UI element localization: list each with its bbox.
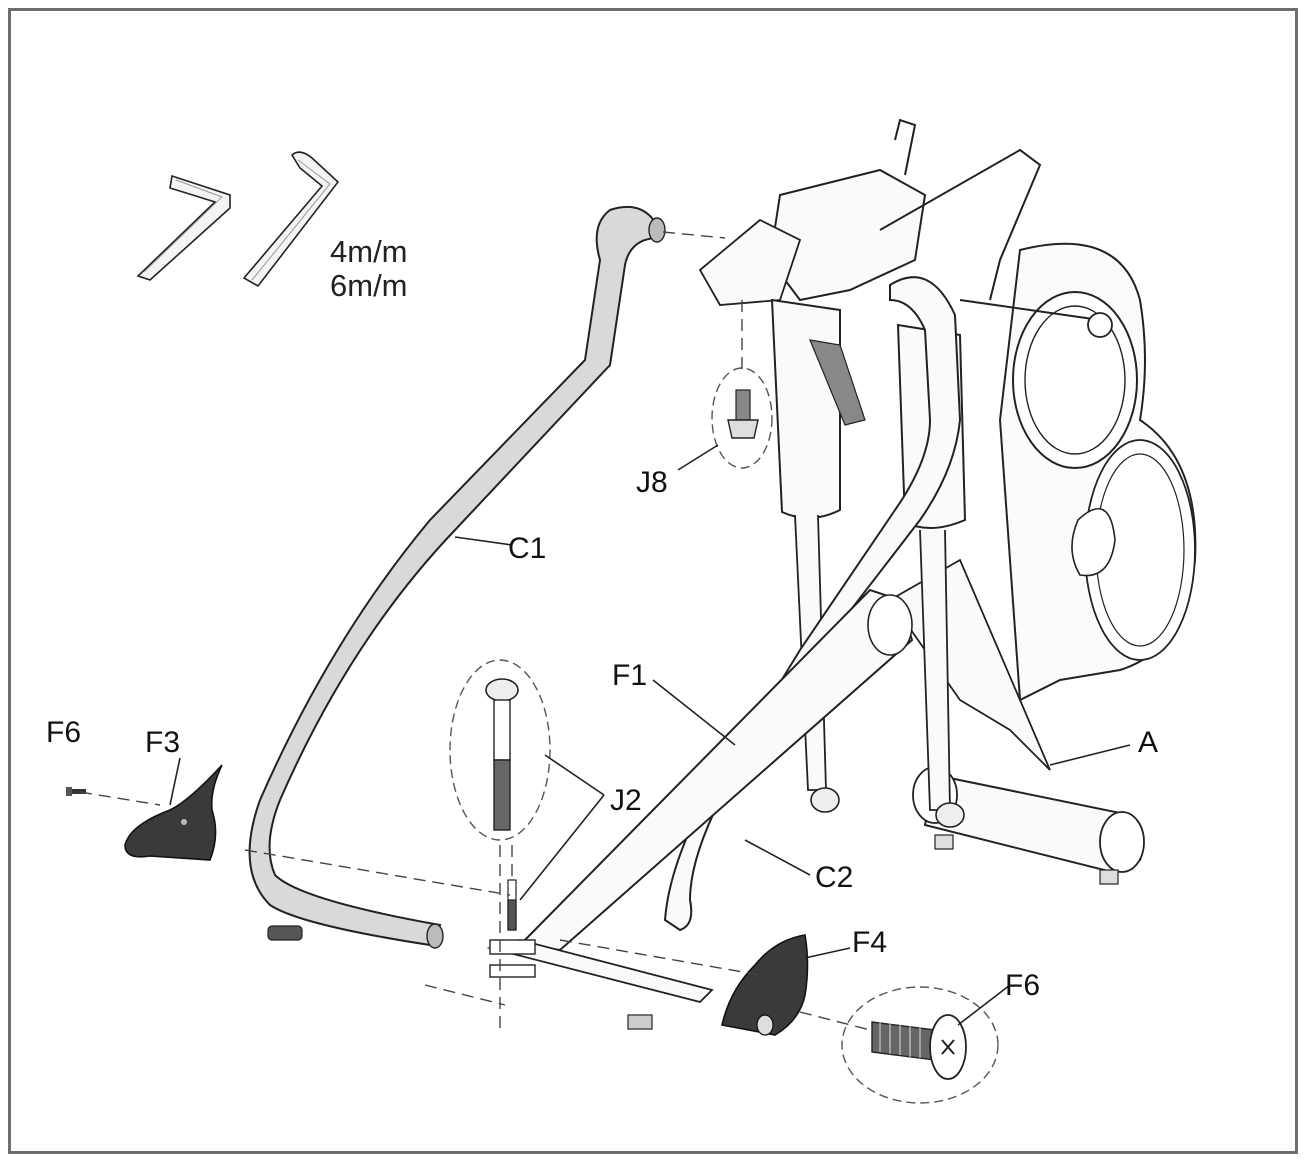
stabilizer-f1 xyxy=(486,588,914,1030)
assembly-guide-lines xyxy=(79,231,871,1031)
label-c1: C1 xyxy=(508,532,546,565)
bolt-j8-icon xyxy=(727,389,759,439)
allen-key-6mm-icon xyxy=(242,151,340,288)
diagram-border xyxy=(8,8,1298,1154)
end-cap-f3 xyxy=(124,764,223,861)
screw-f6-small-icon xyxy=(66,787,86,796)
label-f1: F1 xyxy=(612,659,647,692)
label-f3: F3 xyxy=(145,726,180,759)
allen-key-4mm-icon xyxy=(136,174,231,281)
tool-size-4mm: 4m/m xyxy=(330,234,408,269)
label-a: A xyxy=(1138,726,1158,759)
label-j2: J2 xyxy=(610,784,642,817)
label-f6-right: F6 xyxy=(1005,969,1040,1002)
end-cap-foot xyxy=(267,925,303,941)
label-j8: J8 xyxy=(636,466,668,499)
label-f6-left: F6 xyxy=(46,716,81,749)
j2-highlight-ellipse xyxy=(449,659,551,841)
leader-lines xyxy=(169,444,1131,1026)
bolt-j2-installed-icon xyxy=(489,879,536,978)
j8-highlight-ellipse xyxy=(711,367,773,469)
main-frame-a xyxy=(698,118,1197,885)
label-f4: F4 xyxy=(852,926,887,959)
tool-size-6mm: 6m/m xyxy=(330,268,408,303)
screw-f6-large-icon xyxy=(871,1014,967,1080)
front-handlebar-c1 xyxy=(248,206,656,947)
f6-highlight-ellipse xyxy=(841,986,999,1104)
bolt-j2-icon xyxy=(485,678,519,831)
label-c2: C2 xyxy=(815,861,853,894)
end-cap-f4 xyxy=(721,934,809,1036)
